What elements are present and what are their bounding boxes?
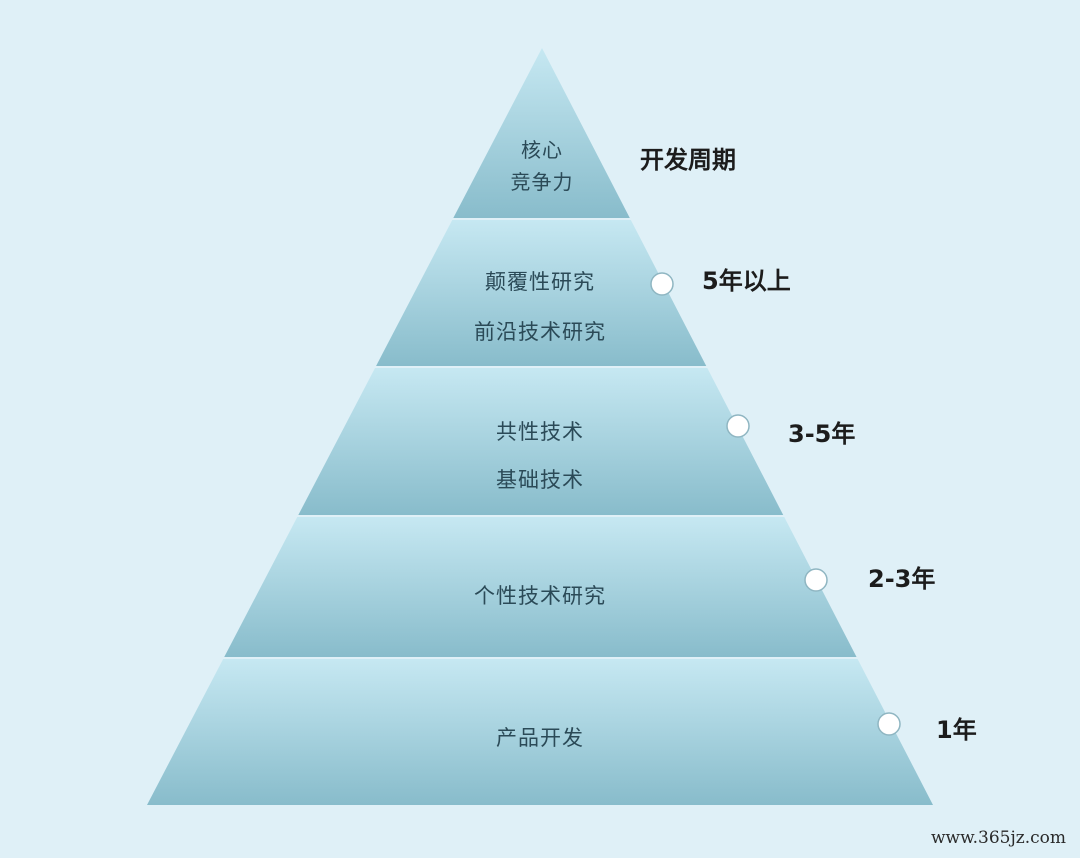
- pyramid-tier-4: [224, 517, 857, 657]
- tier-marker-2: [650, 272, 674, 296]
- tier-marker-5: [877, 712, 901, 736]
- tier-marker-3: [726, 414, 750, 438]
- tier-4-label-line-1: 个性技术研究: [474, 584, 606, 608]
- tier-2-cycle-label: 5年以上: [702, 267, 791, 295]
- tier-5-label-line-1: 产品开发: [496, 726, 584, 750]
- watermark: www.365jz.com: [931, 828, 1066, 848]
- tier-2-label-line-2: 前沿技术研究: [474, 320, 606, 344]
- tier-3-label-line-2: 基础技术: [496, 468, 584, 492]
- pyramid-tier-1: [453, 48, 630, 218]
- pyramid-tier-2: [376, 220, 707, 366]
- tier-5-cycle-label: 1年: [936, 716, 977, 744]
- pyramid-tier-5: [147, 659, 933, 805]
- cycle-header-label: 开发周期: [640, 146, 736, 174]
- tier-4-cycle-label: 2-3年: [868, 565, 936, 593]
- tier-3-label-line-1: 共性技术: [496, 420, 584, 444]
- tier-2-label-line-1: 颠覆性研究: [485, 270, 595, 294]
- tier-1-label-line-1: 核心: [521, 138, 563, 162]
- pyramid-tier-3: [298, 368, 784, 515]
- tier-3-cycle-label: 3-5年: [788, 420, 856, 448]
- tier-marker-4: [804, 568, 828, 592]
- tier-1-label-line-2: 竞争力: [510, 170, 574, 194]
